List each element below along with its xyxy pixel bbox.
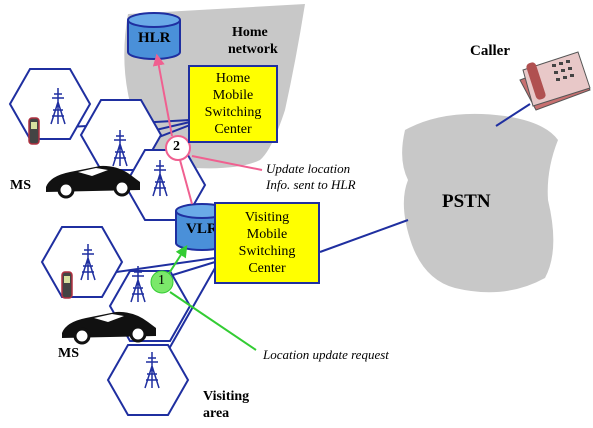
hlr-database-icon (127, 12, 181, 60)
visiting-msc-box: Visiting Mobile Switching Center (214, 202, 320, 284)
step-2-circle (165, 135, 191, 161)
car-icon (62, 311, 156, 345)
home-msc-box: Home Mobile Switching Center (188, 65, 278, 143)
hlr-label: HLR (138, 30, 171, 46)
update-note-label: Update location Info. sent to HLR (266, 161, 356, 192)
msc-pstn-link (319, 219, 409, 253)
update-path-hlr (152, 53, 173, 137)
cell-hexagon (8, 68, 92, 140)
home-network-label: Home network (228, 25, 278, 57)
antenna-icon (50, 88, 168, 389)
vlr-label: VLR (186, 221, 218, 237)
cell-hexagon (123, 149, 207, 221)
pstn-caller-link (495, 103, 531, 127)
request-note-label: Location update request (263, 347, 389, 362)
update-path-vlr (179, 159, 193, 205)
request-note-pointer (169, 291, 257, 351)
cell-hexagon (40, 226, 124, 298)
request-path (165, 244, 188, 279)
telephone-icon (519, 51, 591, 111)
ms-label-bottom: MS (58, 346, 79, 361)
pstn-label: PSTN (442, 191, 491, 212)
pstn-cloud (402, 113, 558, 293)
visiting-area-label: Visiting area (203, 389, 250, 421)
step-2-label: 2 (173, 139, 180, 154)
car-icon (46, 165, 140, 199)
phone-icon (28, 117, 40, 145)
step-1-circle (150, 270, 174, 294)
update-note-pointer (191, 155, 263, 171)
step-1-label: 1 (158, 273, 165, 288)
phone-icon (61, 271, 73, 299)
ms-label-top: MS (10, 178, 31, 193)
caller-label: Caller (470, 43, 510, 59)
